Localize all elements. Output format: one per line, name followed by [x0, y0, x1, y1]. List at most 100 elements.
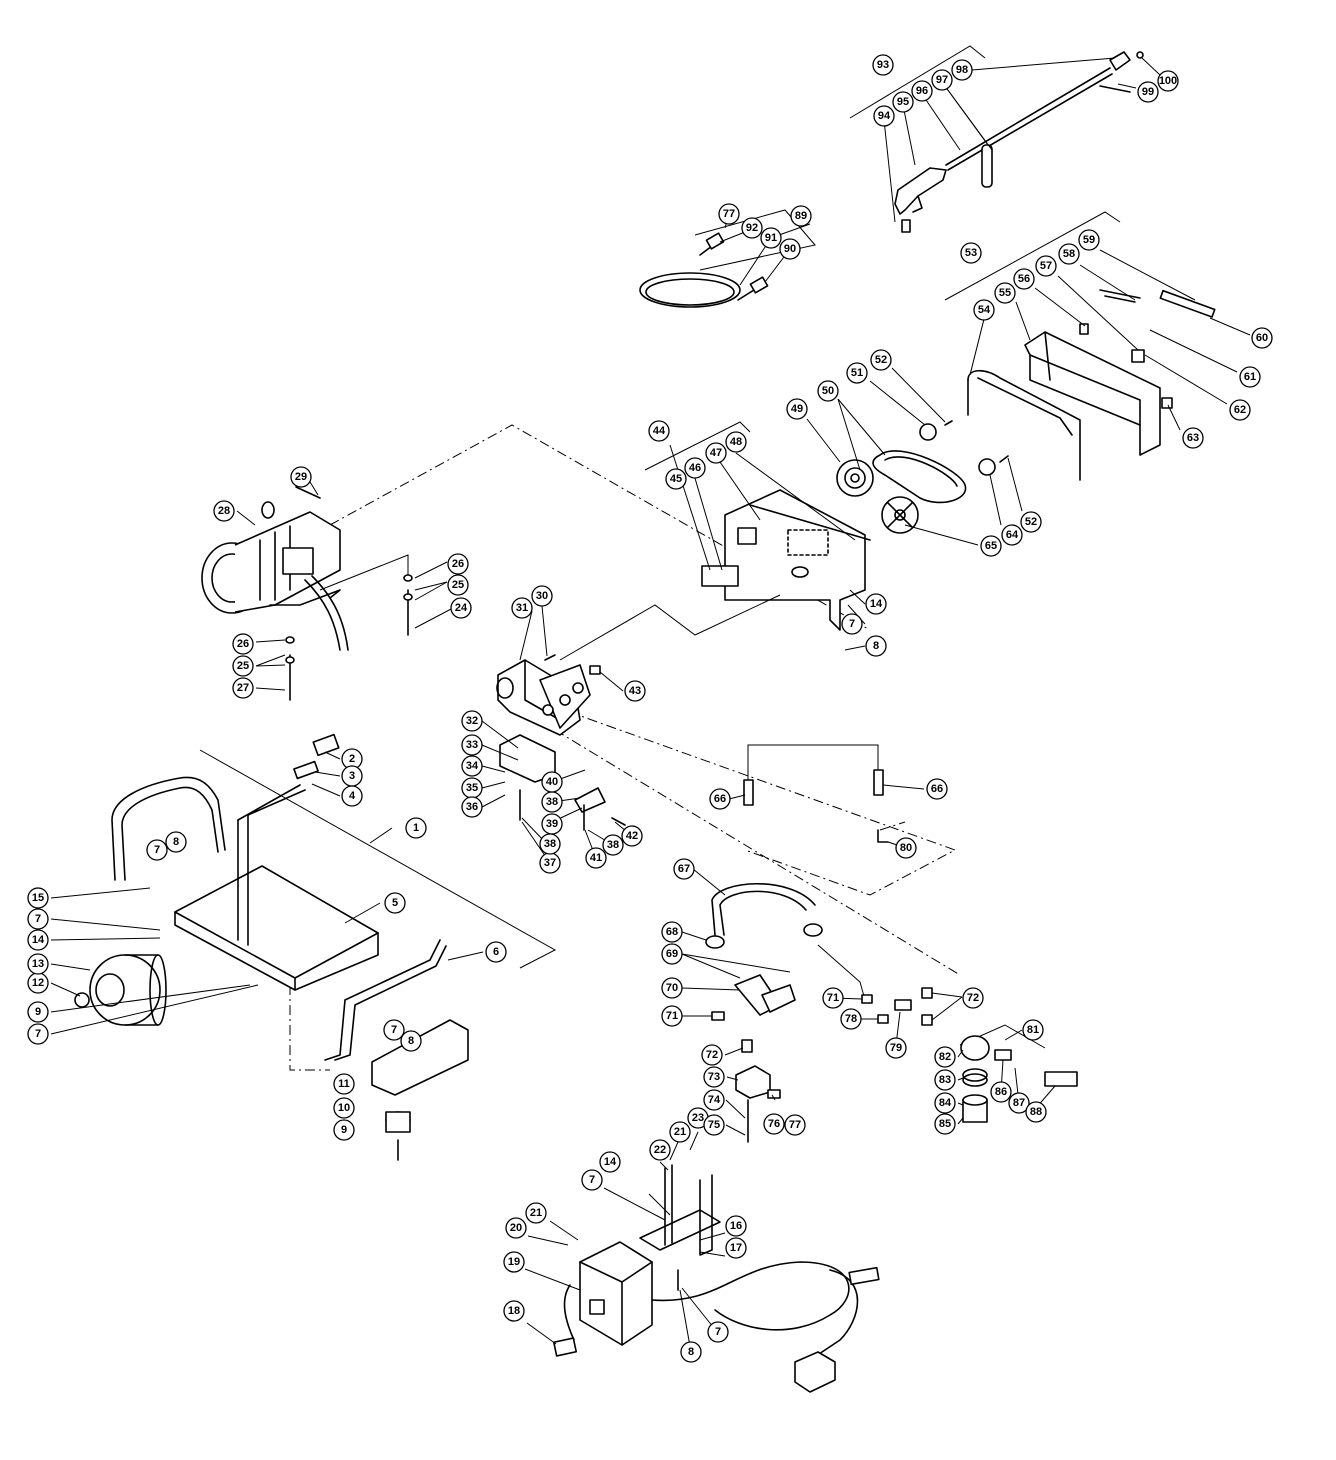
callout-60: 60 — [1251, 327, 1273, 349]
svg-text:93: 93 — [877, 59, 889, 71]
callout-57: 57 — [1035, 255, 1057, 277]
callout-75: 75 — [703, 1114, 725, 1136]
callout-7: 7 — [707, 1321, 729, 1343]
callout-82: 82 — [934, 1046, 956, 1068]
callout-73: 73 — [703, 1066, 725, 1088]
callout-78: 78 — [840, 1008, 862, 1030]
svg-text:16: 16 — [730, 1220, 742, 1232]
callout-8: 8 — [865, 635, 887, 657]
callout-24: 24 — [450, 597, 472, 619]
callout-22: 22 — [649, 1139, 671, 1161]
svg-text:52: 52 — [1025, 516, 1037, 528]
callout-28: 28 — [213, 500, 235, 522]
callout-5: 5 — [384, 892, 406, 914]
svg-text:28: 28 — [218, 505, 230, 517]
callout-71: 71 — [661, 1005, 683, 1027]
callout-21: 21 — [669, 1121, 691, 1143]
callout-86: 86 — [990, 1081, 1012, 1103]
svg-text:69: 69 — [666, 948, 678, 960]
svg-text:70: 70 — [666, 982, 678, 994]
callout-59: 59 — [1078, 229, 1100, 251]
svg-text:26: 26 — [237, 638, 249, 650]
callout-55: 55 — [994, 282, 1016, 304]
callout-72: 72 — [962, 987, 984, 1009]
callout-83: 83 — [934, 1069, 956, 1091]
svg-text:24: 24 — [455, 602, 468, 614]
svg-text:72: 72 — [967, 992, 979, 1004]
callout-11: 11 — [333, 1073, 355, 1095]
spray-gun-assembly — [894, 51, 1144, 233]
callout-68: 68 — [661, 921, 683, 943]
callout-20: 20 — [505, 1217, 527, 1239]
callout-37: 37 — [539, 852, 561, 874]
svg-text:68: 68 — [666, 926, 678, 938]
svg-text:87: 87 — [1013, 1097, 1025, 1109]
svg-text:85: 85 — [939, 1118, 951, 1130]
svg-text:21: 21 — [530, 1207, 542, 1219]
rear-bracket-assembly — [324, 939, 469, 1161]
svg-text:1: 1 — [413, 822, 419, 834]
svg-text:32: 32 — [466, 715, 478, 727]
svg-text:14: 14 — [870, 598, 883, 610]
callout-66: 66 — [926, 778, 948, 800]
svg-text:31: 31 — [516, 602, 528, 614]
svg-text:96: 96 — [916, 85, 928, 97]
svg-text:55: 55 — [999, 287, 1011, 299]
svg-text:51: 51 — [851, 367, 863, 379]
callout-49: 49 — [786, 398, 808, 420]
callout-94: 94 — [873, 105, 895, 127]
callout-93: 93 — [872, 54, 894, 76]
callout-77: 77 — [784, 1114, 806, 1136]
svg-text:72: 72 — [706, 1049, 718, 1061]
callout-47: 47 — [705, 442, 727, 464]
callout-38: 38 — [539, 833, 561, 855]
callout-31: 31 — [511, 597, 533, 619]
svg-text:9: 9 — [35, 1006, 41, 1018]
svg-text:7: 7 — [391, 1024, 397, 1036]
callout-80: 80 — [895, 837, 917, 859]
callout-84: 84 — [934, 1092, 956, 1114]
callout-14: 14 — [865, 593, 887, 615]
svg-text:21: 21 — [674, 1126, 686, 1138]
svg-text:37: 37 — [544, 857, 556, 869]
callout-71: 71 — [822, 987, 844, 1009]
callout-9: 9 — [27, 1001, 49, 1023]
svg-text:88: 88 — [1030, 1106, 1042, 1118]
callout-7: 7 — [27, 908, 49, 930]
callout-27: 27 — [232, 677, 254, 699]
callout-51: 51 — [846, 362, 868, 384]
svg-text:56: 56 — [1018, 273, 1030, 285]
svg-text:27: 27 — [237, 682, 249, 694]
callout-48: 48 — [725, 431, 747, 453]
callout-34: 34 — [461, 755, 483, 777]
callout-39: 39 — [541, 813, 563, 835]
svg-text:74: 74 — [708, 1094, 721, 1106]
callout-25: 25 — [232, 655, 254, 677]
callout-91: 91 — [760, 227, 782, 249]
svg-text:35: 35 — [466, 782, 478, 794]
assembly-centerlines — [289, 424, 961, 1071]
motor-mounting-hardware — [285, 554, 413, 701]
pulley-belt-assembly — [701, 420, 1009, 631]
svg-text:78: 78 — [845, 1013, 857, 1025]
callout-87: 87 — [1008, 1092, 1030, 1114]
callout-4: 4 — [341, 785, 363, 807]
callout-96: 96 — [911, 80, 933, 102]
callout-52: 52 — [1020, 511, 1042, 533]
callout-54: 54 — [973, 299, 995, 321]
svg-text:8: 8 — [408, 1035, 414, 1047]
callout-14: 14 — [599, 1151, 621, 1173]
callout-16: 16 — [725, 1215, 747, 1237]
callout-77: 77 — [718, 203, 740, 225]
svg-text:38: 38 — [607, 839, 619, 851]
svg-text:29: 29 — [295, 471, 307, 483]
callout-46: 46 — [684, 457, 706, 479]
callout-64: 64 — [1001, 524, 1023, 546]
svg-text:12: 12 — [32, 977, 44, 989]
callout-95: 95 — [892, 91, 914, 113]
callout-7: 7 — [383, 1019, 405, 1041]
callout-70: 70 — [661, 977, 683, 999]
svg-text:7: 7 — [154, 844, 160, 856]
svg-text:49: 49 — [791, 403, 803, 415]
